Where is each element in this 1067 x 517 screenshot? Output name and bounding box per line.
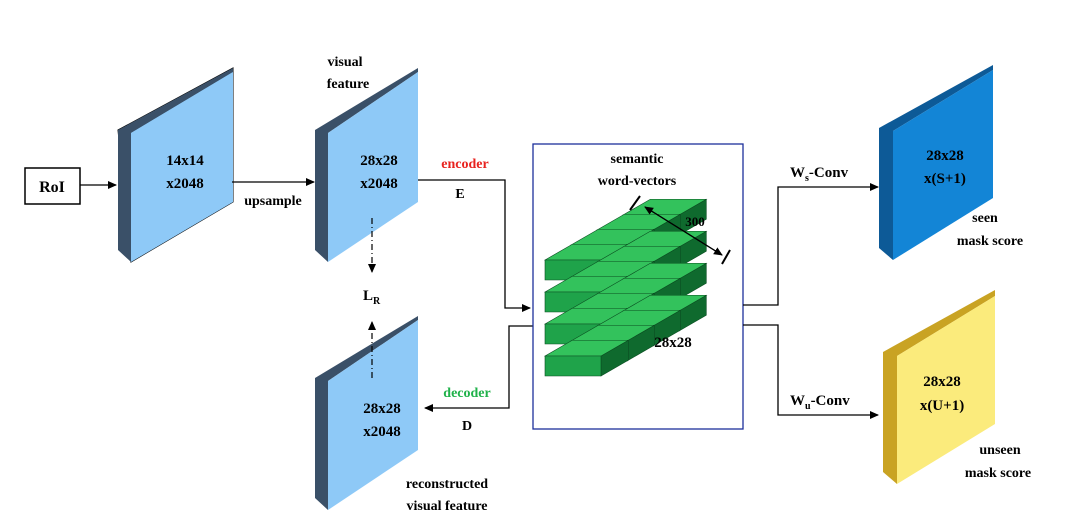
reconstructed-block-dim1: 28x28: [363, 401, 401, 417]
seen-block-dim2: x(S+1): [924, 171, 966, 187]
input-feature-block: 14x14 x2048: [117, 67, 234, 263]
reconstructed-block-dim2: x2048: [363, 424, 401, 440]
wu-conv-label: Wu-Conv: [790, 393, 850, 412]
ws-conv-arrow: [743, 183, 879, 306]
seen-caption-1: seen: [972, 211, 998, 226]
dim-label: 300: [685, 214, 705, 229]
loss-label: LR: [363, 288, 381, 307]
cube-size-label: 28x28: [654, 335, 692, 351]
reconstructed-feature-block: 28x28 x2048: [315, 316, 418, 510]
unseen-block-dim1: 28x28: [923, 374, 961, 390]
visual-block-dim2: x2048: [360, 176, 398, 192]
visual-feature-block: 28x28 x2048: [315, 68, 418, 262]
roi-box: RoI: [24, 167, 81, 205]
unseen-caption-1: unseen: [979, 443, 1020, 458]
word-vector-bar-front: [544, 355, 602, 377]
ws-conv-label: Ws-Conv: [790, 165, 849, 184]
unseen-block-dim2: x(U+1): [920, 398, 964, 414]
semantic-title-2: word-vectors: [598, 174, 677, 189]
wu-conv-arrow: [743, 324, 879, 419]
seen-block-dim1: 28x28: [926, 148, 964, 164]
input-block-dim2: x2048: [166, 176, 204, 192]
encoder-label: encoder: [441, 157, 488, 172]
reconstructed-caption-2: visual feature: [406, 499, 487, 514]
encoder-symbol: E: [455, 187, 464, 202]
visual-caption-1: visual: [327, 55, 362, 70]
dim-tick-left: [629, 195, 641, 211]
visual-block-dim1: 28x28: [360, 153, 398, 169]
visual-caption-2: feature: [327, 77, 370, 92]
reconstructed-caption-1: reconstructed: [406, 477, 488, 492]
seen-mask-block: 28x28 x(S+1): [879, 65, 993, 260]
decoder-label: decoder: [443, 386, 490, 401]
dim-arrow-b: [644, 206, 723, 256]
input-block-dim1: 14x14: [166, 153, 204, 169]
seen-caption-2: mask score: [957, 234, 1023, 249]
unseen-caption-2: mask score: [965, 466, 1031, 481]
encoder-arrow: [418, 179, 531, 312]
roi-label: RoI: [39, 179, 65, 196]
semantic-title-1: semantic: [611, 152, 664, 167]
upsample-label: upsample: [244, 194, 302, 209]
dim-tick-right: [721, 249, 731, 265]
decoder-arrow: [424, 325, 533, 412]
unseen-mask-block: 28x28 x(U+1): [883, 290, 995, 484]
decoder-symbol: D: [462, 419, 472, 434]
word-vector-cube: 28x28: [543, 198, 708, 377]
